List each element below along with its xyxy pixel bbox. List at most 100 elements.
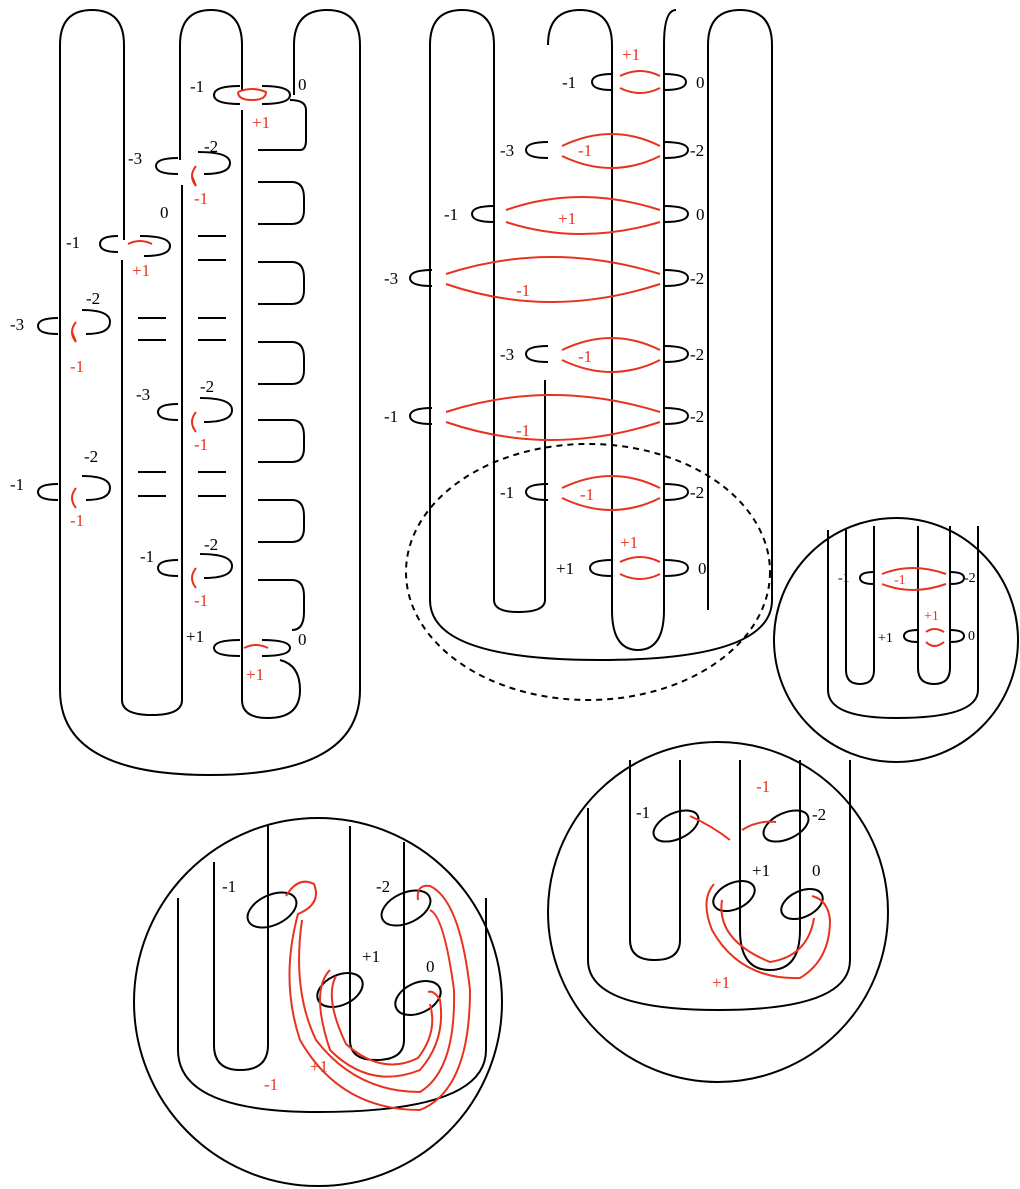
panel-d-clasp-1 bbox=[652, 809, 700, 843]
d-label-1: -1 bbox=[636, 803, 650, 822]
b-label-14: -2 bbox=[690, 483, 704, 502]
b-label-5: -1 bbox=[444, 205, 458, 224]
a-label-1: -1 bbox=[190, 77, 204, 96]
d-red-label-1: -1 bbox=[756, 777, 770, 796]
a-red-label-1: +1 bbox=[252, 113, 270, 132]
panel-e: -1 -2 +1 0 -1 +1 bbox=[133, 817, 503, 1187]
b-red-label-6: -1 bbox=[516, 421, 530, 440]
b-label-4: -2 bbox=[690, 141, 704, 160]
a-red-label-6: -1 bbox=[70, 511, 84, 530]
c-label-1: -1 bbox=[838, 571, 850, 586]
panel-a-middle-strand bbox=[121, 8, 243, 717]
a-label-2: 0 bbox=[298, 75, 307, 94]
a-label-4: -2 bbox=[204, 137, 218, 156]
c-label-2: -2 bbox=[964, 571, 976, 586]
a-red-label-8: +1 bbox=[246, 665, 264, 684]
b-label-2: 0 bbox=[696, 73, 705, 92]
b-label-7: -3 bbox=[384, 269, 398, 288]
b-label-13: -1 bbox=[500, 483, 514, 502]
c-red-label-2: +1 bbox=[924, 609, 939, 624]
panel-c-boundary bbox=[773, 517, 1019, 763]
panel-c: -1 -2 +1 0 -1 +1 bbox=[773, 517, 1019, 763]
panel-b-clasps bbox=[408, 73, 690, 577]
b-label-11: -1 bbox=[384, 407, 398, 426]
d-label-3: +1 bbox=[752, 861, 770, 880]
c-red-label-1: -1 bbox=[894, 573, 906, 588]
a-label-15: +1 bbox=[186, 627, 204, 646]
d-label-2: -2 bbox=[812, 805, 826, 824]
e-label-4: 0 bbox=[426, 957, 435, 976]
panel-b: -1 0 -3 -2 -1 0 -3 -2 -3 -2 -1 -2 -1 -2 … bbox=[384, 8, 773, 701]
a-label-7: -3 bbox=[10, 315, 24, 334]
a-label-13: -1 bbox=[140, 547, 154, 566]
b-red-label-3: +1 bbox=[558, 209, 576, 228]
b-label-9: -3 bbox=[500, 345, 514, 364]
b-red-label-5: -1 bbox=[578, 347, 592, 366]
panel-a-ladder bbox=[138, 235, 226, 497]
panel-e-boundary bbox=[133, 817, 503, 1187]
a-label-12: -2 bbox=[84, 447, 98, 466]
panel-b-dashed-region bbox=[405, 443, 771, 701]
a-label-5: 0 bbox=[160, 203, 169, 222]
panel-a-clasps bbox=[36, 85, 292, 657]
panel-c-clasps bbox=[858, 571, 966, 643]
e-red-label-1: -1 bbox=[264, 1075, 278, 1094]
a-red-label-2: -1 bbox=[194, 189, 208, 208]
a-label-6: -1 bbox=[66, 233, 80, 252]
a-red-label-5: -1 bbox=[194, 435, 208, 454]
b-red-label-2: -1 bbox=[578, 141, 592, 160]
panel-c-strands bbox=[827, 526, 979, 720]
b-label-10: -2 bbox=[690, 345, 704, 364]
panel-e-red bbox=[285, 880, 472, 1112]
panel-a-bumps bbox=[258, 99, 307, 631]
panel-d-clasp-3 bbox=[712, 879, 756, 913]
panel-d-clasp-4 bbox=[780, 887, 824, 921]
b-label-16: 0 bbox=[698, 559, 707, 578]
b-label-1: -1 bbox=[562, 73, 576, 92]
d-red-label-2: +1 bbox=[712, 973, 730, 992]
c-label-4: 0 bbox=[968, 629, 975, 644]
b-label-6: 0 bbox=[696, 205, 705, 224]
a-red-label-7: -1 bbox=[194, 591, 208, 610]
panel-d-clasp-2 bbox=[762, 809, 810, 843]
b-red-label-8: +1 bbox=[620, 533, 638, 552]
e-label-2: -2 bbox=[376, 877, 390, 896]
a-label-3: -3 bbox=[128, 149, 142, 168]
panel-e-clasp-4 bbox=[394, 980, 442, 1016]
a-label-14: -2 bbox=[204, 535, 218, 554]
panel-c-red bbox=[881, 567, 947, 647]
b-label-8: -2 bbox=[690, 269, 704, 288]
panel-a-inner-strand bbox=[241, 110, 302, 720]
b-red-label-1: +1 bbox=[622, 45, 640, 64]
a-label-8: -2 bbox=[86, 289, 100, 308]
a-red-label-4: -1 bbox=[70, 357, 84, 376]
a-red-label-3: +1 bbox=[132, 261, 150, 280]
d-label-4: 0 bbox=[812, 861, 821, 880]
a-label-11: -1 bbox=[10, 475, 24, 494]
panel-b-red-circles bbox=[445, 70, 661, 580]
panel-a: -1 0 -3 -2 0 -1 -3 -2 -3 -2 -1 -2 -1 -2 … bbox=[10, 8, 361, 777]
panel-e-clasp-3 bbox=[316, 972, 364, 1008]
a-label-16: 0 bbox=[298, 630, 307, 649]
c-label-3: +1 bbox=[878, 631, 893, 646]
panel-e-clasp-2 bbox=[380, 889, 432, 927]
e-red-label-2: +1 bbox=[310, 1057, 328, 1076]
panel-b-middle-strand bbox=[547, 8, 677, 652]
b-label-3: -3 bbox=[500, 141, 514, 160]
b-label-12: -2 bbox=[690, 407, 704, 426]
a-label-10: -2 bbox=[200, 377, 214, 396]
b-label-15: +1 bbox=[556, 559, 574, 578]
panel-a-outer-strand bbox=[59, 8, 361, 777]
panel-b-outer-strand bbox=[429, 8, 773, 662]
panel-d-red bbox=[689, 815, 832, 980]
e-label-3: +1 bbox=[362, 947, 380, 966]
panel-d-boundary bbox=[547, 741, 889, 1083]
panel-d: -1 -2 +1 0 -1 +1 bbox=[547, 741, 889, 1083]
panel-e-clasp-1 bbox=[246, 891, 298, 929]
b-red-label-4: -1 bbox=[516, 281, 530, 300]
panel-a-red-clasps bbox=[71, 88, 269, 649]
a-label-9: -3 bbox=[136, 385, 150, 404]
e-label-1: -1 bbox=[222, 877, 236, 896]
b-red-label-7: -1 bbox=[580, 485, 594, 504]
